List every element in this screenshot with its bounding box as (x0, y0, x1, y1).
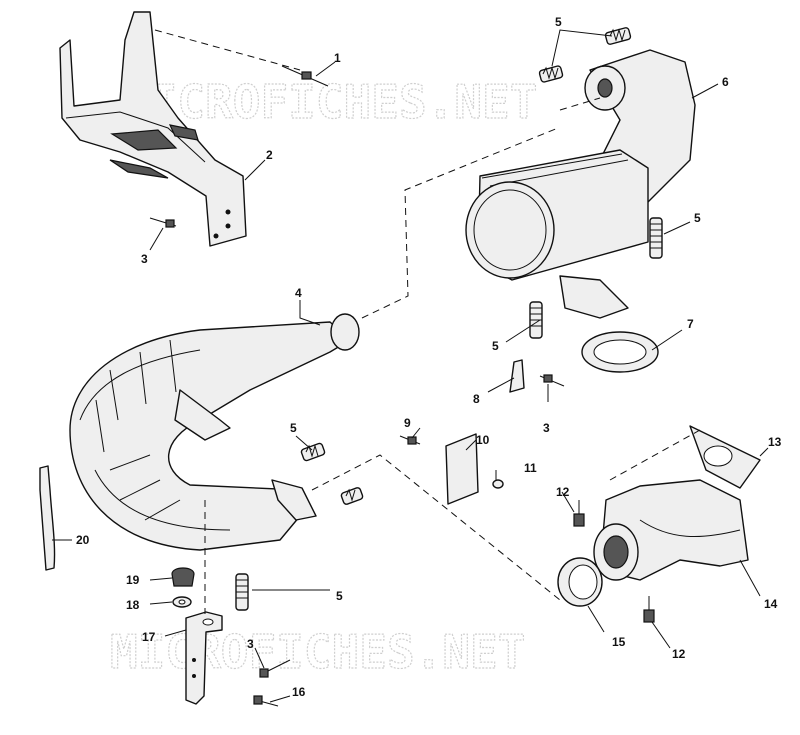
callout-10: 10 (476, 433, 490, 447)
spring-part-5-b (604, 27, 632, 45)
washer-part-11 (492, 479, 504, 489)
gasket-part-7 (581, 331, 659, 373)
spring-part-5-g (235, 573, 249, 611)
ring-part-15 (557, 557, 603, 607)
screw-part-1 (281, 65, 329, 87)
upper-bracket (59, 11, 247, 247)
bolt-part-12-lower (643, 596, 655, 623)
callout-17: 17 (142, 630, 156, 644)
callout-2: 2 (266, 148, 273, 162)
callout-15: 15 (612, 635, 626, 649)
plate-part-10 (445, 433, 479, 505)
silencer-part-6 (465, 49, 696, 319)
screw-part-9 (399, 435, 421, 445)
callout-6: 6 (722, 75, 729, 89)
watermark-top: MICROFICHES.NET (122, 75, 537, 129)
bolt-part-12-upper (573, 500, 585, 527)
callout-3: 3 (141, 252, 148, 266)
callout-1: 1 (334, 51, 341, 65)
callout-13: 13 (768, 435, 782, 449)
callout-12: 12 (672, 647, 686, 661)
callout-20: 20 (76, 533, 90, 547)
spring-part-5-f (340, 487, 364, 505)
callout-5: 5 (336, 589, 343, 603)
spring-part-5-d (529, 301, 543, 339)
manifold-part-14 (593, 479, 749, 581)
expansion-chamber-part-4 (69, 313, 360, 551)
watermark-bottom: MICROFICHES.NET (110, 625, 525, 679)
callout-5: 5 (555, 15, 562, 29)
callout-labels: 1 2 3 4 5 6 5 5 7 8 3 5 9 10 11 12 13 20… (76, 15, 782, 699)
callout-3: 3 (543, 421, 550, 435)
strap-part-20 (39, 465, 56, 571)
callout-14: 14 (764, 597, 778, 611)
grommet-part-19 (171, 567, 195, 587)
washer-part-18 (172, 596, 192, 608)
alignment-lines (154, 29, 701, 614)
callout-3: 3 (247, 637, 254, 651)
screw-part-3-upper (149, 217, 177, 228)
bracket-part-8 (509, 359, 565, 393)
spring-part-5-a (538, 65, 564, 83)
callout-7: 7 (687, 317, 694, 331)
callout-11: 11 (524, 461, 537, 475)
screw-part-16 (253, 695, 279, 707)
spring-part-5-e (300, 442, 326, 462)
flange-gasket-part-13 (689, 425, 761, 489)
callout-19: 19 (126, 573, 140, 587)
screw-part-3-lower (259, 659, 291, 678)
callout-8: 8 (473, 392, 480, 406)
callout-16: 16 (292, 685, 306, 699)
spring-part-5-c (649, 217, 663, 259)
leader-lines (52, 29, 769, 703)
lower-bracket-part-17 (185, 611, 223, 705)
callout-18: 18 (126, 598, 140, 612)
callout-5: 5 (290, 421, 297, 435)
callout-5: 5 (694, 211, 701, 225)
callout-4: 4 (295, 286, 302, 300)
callout-5: 5 (492, 339, 499, 353)
callout-12: 12 (556, 485, 570, 499)
callout-9: 9 (404, 416, 411, 430)
